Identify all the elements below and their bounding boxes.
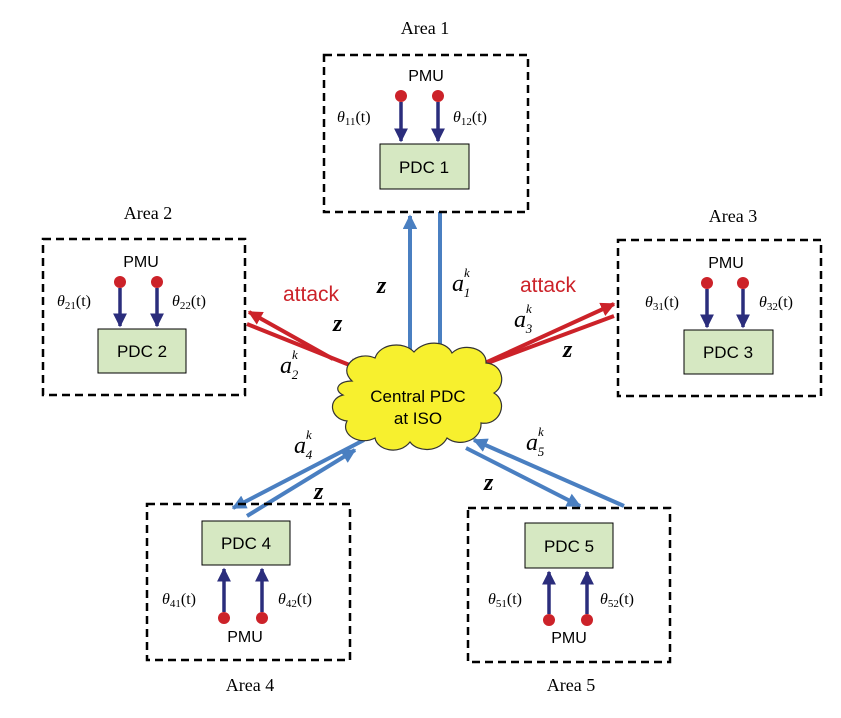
z-label-area5: z (483, 470, 494, 496)
area-1: Area 1 PMU θ11(t) θ12(t) PDC 1 (322, 18, 530, 214)
attack-label-area3: attack (520, 274, 577, 297)
theta-label: θ51(t) (488, 591, 522, 610)
pmu-dot (432, 90, 444, 102)
area-2-title: Area 2 (124, 203, 172, 223)
theta-label: θ42(t) (278, 591, 312, 610)
area-5-pdc-box (524, 522, 614, 569)
area-5-title: Area 5 (547, 675, 595, 695)
central-pdc-label-line2: at ISO (394, 409, 442, 428)
area-2-box (41, 237, 247, 397)
area-4: PDC 4 θ41(t) θ42(t) PMU Area 4 (145, 502, 352, 695)
link-attack-area3 (484, 302, 616, 365)
theta-label: θ32(t) (759, 294, 793, 313)
area-5: PDC 5 θ51(t) θ52(t) PMU Area 5 (466, 506, 672, 695)
z-label-area2: z (332, 311, 343, 337)
pmu-dot (151, 276, 163, 288)
area-4-box (145, 502, 352, 662)
pmu-dot (114, 276, 126, 288)
link-z-area4 (245, 448, 357, 518)
area-3: Area 3 PMU θ31(t) θ32(t) PDC 3 (616, 206, 823, 398)
link-a2-area2 (246, 322, 364, 372)
z-label-area3: z (562, 337, 573, 363)
area-4-title: Area 4 (226, 675, 274, 695)
central-pdc-label-line1: Central PDC (370, 387, 465, 406)
cloud-shape (332, 342, 503, 451)
theta-label: θ11(t) (337, 109, 371, 128)
pmu-dot (256, 612, 268, 624)
pmu-dot (737, 277, 749, 289)
pmu-dot (395, 90, 407, 102)
area-5-box (466, 506, 672, 664)
pmu-dot (543, 614, 555, 626)
theta-label: θ21(t) (57, 293, 91, 312)
area-3-pmu-label: PMU (708, 255, 744, 272)
area-1-pdc-box (379, 143, 470, 190)
area-4-pmu-label: PMU (227, 629, 263, 646)
area-3-title: Area 3 (709, 206, 757, 226)
link-a4-area4 (231, 438, 365, 510)
area-3-pdc-label: PDC 3 (703, 343, 753, 362)
theta-label: θ12(t) (453, 109, 487, 128)
area-1-pmu-label: PMU (408, 68, 444, 85)
area-1-box (322, 53, 530, 214)
theta-label: θ41(t) (162, 591, 196, 610)
area-1-title: Area 1 (401, 18, 449, 38)
area-3-box (616, 238, 823, 398)
area-2-pdc-box (97, 328, 187, 374)
area-2-pdc-label: PDC 2 (117, 342, 167, 361)
attack-label-area2: attack (283, 283, 340, 306)
theta-label: θ31(t) (645, 294, 679, 313)
area-5-pmu-label: PMU (551, 630, 587, 647)
area-4-pdc-label: PDC 4 (221, 534, 271, 553)
theta-label: θ52(t) (600, 591, 634, 610)
area-3-pdc-box (683, 329, 774, 375)
link-z-area5 (465, 446, 582, 508)
theta-label: θ22(t) (172, 293, 206, 312)
z-label-area4: z (313, 479, 324, 505)
area-1-pdc-label: PDC 1 (399, 158, 449, 177)
pmu-dot (701, 277, 713, 289)
area-5-pdc-label: PDC 5 (544, 537, 594, 556)
area-2: Area 2 PMU θ21(t) θ22(t) PDC 2 (41, 203, 247, 397)
pmu-dot (581, 614, 593, 626)
pmu-dot (218, 612, 230, 624)
area-4-pdc-box (201, 520, 291, 566)
area-2-pmu-label: PMU (123, 254, 159, 271)
z-label-area1: z (376, 273, 387, 299)
central-pdc-cloud: Central PDC at ISO (332, 342, 503, 451)
link-a5-area5 (472, 438, 625, 508)
